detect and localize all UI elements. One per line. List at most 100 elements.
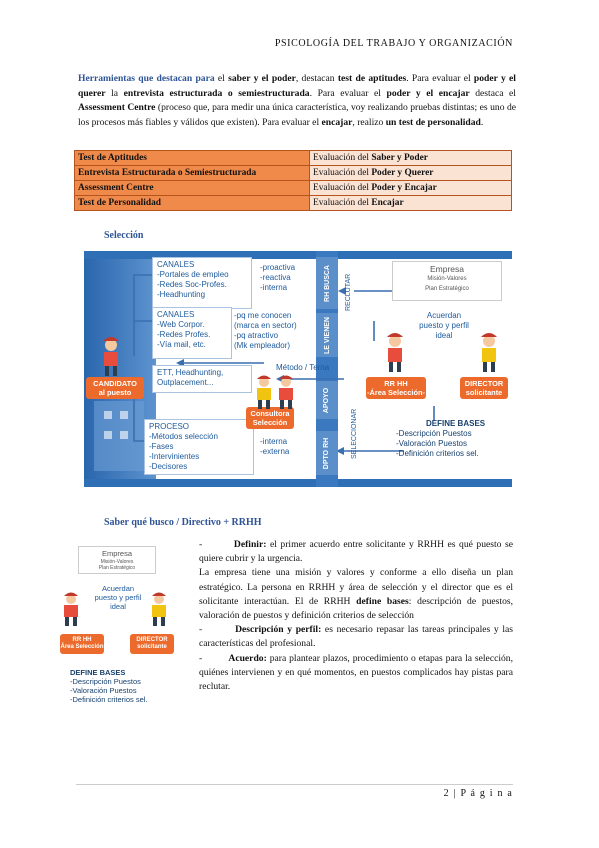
label: -Área Selección- — [367, 388, 425, 397]
label: Plan Estratégico — [425, 286, 469, 292]
acuerdan-text: Acuerdan puesto y perfil ideal — [404, 311, 484, 341]
person-icon — [152, 592, 166, 626]
ett-box: ETT, Headhunting, Outplacement... — [152, 365, 252, 393]
label: puesto y perfil — [419, 321, 469, 330]
reclutar-label: RECLUTAR — [345, 273, 352, 311]
eval-cell: Evaluación del Poder y Encajar — [309, 180, 512, 196]
label: Plan Estratégico — [98, 565, 136, 571]
interna-list: -interna -externa — [260, 437, 289, 457]
person-icon — [103, 337, 119, 376]
rrhh-box: RR HH -Área Selección- — [366, 377, 426, 399]
label: -Descripción Puestos — [396, 429, 472, 438]
label: al puesto — [98, 388, 132, 397]
label: -Vía mail, etc. — [157, 340, 206, 349]
empresa-box: Empresa Misión-Valores Plan Estratégico — [392, 261, 502, 301]
label: DEFINE BASES — [70, 668, 126, 677]
person-icon — [387, 333, 403, 372]
paragraph: La empresa tiene una misión y valores y … — [199, 567, 513, 622]
eval-cell: Evaluación del Saber y Poder — [309, 150, 512, 166]
label: DIRECTOR — [136, 637, 168, 643]
label: CANALES — [157, 310, 195, 319]
label: ideal — [435, 331, 453, 340]
label: Outplacement... — [157, 378, 214, 387]
label: -Redes Profes. — [157, 330, 211, 339]
tool-cell: Assessment Centre — [74, 180, 310, 196]
label: -Portales de empleo — [157, 270, 229, 279]
label: ETT, Headhunting, — [157, 368, 224, 377]
label: PROCESO — [149, 422, 190, 431]
label: Área Selección — [60, 644, 104, 650]
label: CANALES — [157, 260, 195, 269]
define-bases-text: DEFINE BASES -Descripción Puestos -Valor… — [396, 419, 485, 459]
label: solicitante — [465, 388, 503, 397]
label: CANDIDATO — [93, 379, 137, 388]
label: -Definición criterios sel. — [396, 449, 479, 458]
label: Empresa — [429, 264, 464, 274]
label: Acuerdan — [101, 584, 135, 593]
label: RR HH — [384, 379, 408, 388]
define-bases-text: DEFINE BASES -Descripción Puestos -Valor… — [70, 668, 148, 704]
label: puesto y perfil — [94, 593, 142, 602]
label: RR HH — [72, 637, 92, 643]
proceso-box: PROCESO -Métodos selección -Fases -Inter… — [144, 419, 254, 475]
label: -Decisores — [149, 462, 188, 471]
label: -Intervinientes — [149, 452, 200, 461]
label: -Valoración Puestos — [396, 439, 467, 448]
label: -Fases — [149, 442, 174, 451]
person-icon — [64, 592, 78, 626]
candidato-box: CANDIDATO al puesto — [86, 377, 144, 399]
mini-diagram: Empresa Misión-Valores Plan Estratégico … — [58, 540, 174, 713]
page-number: 2 | P á g i n a — [443, 788, 513, 799]
bullet-definir: - Definir: el primer acuerdo entre solic… — [199, 539, 513, 565]
eval-cell: Evaluación del Poder y Querer — [309, 165, 512, 181]
person-icon — [257, 375, 271, 409]
person-icon — [279, 375, 293, 409]
label: -Redes Soc-Profes. — [157, 280, 227, 289]
tool-cell: Entrevista Estructurada o Semiestructura… — [74, 165, 310, 181]
selection-diagram: CANALES -Portales de empleo -Redes Soc-P… — [84, 251, 512, 487]
bullet-descripcion: - Descripción y perfil: es necesario rep… — [199, 624, 513, 650]
bullet-acuerdo: - Acuerdo: para plantear plazos, procedi… — [199, 652, 513, 693]
table-row: Entrevista Estructurada o Semiestructura… — [74, 165, 512, 181]
side-label-rh-busca: RH BUSCA — [316, 257, 338, 309]
label: -interna — [260, 437, 288, 446]
label: -proactiva — [260, 263, 296, 272]
tool-cell: Test de Personalidad — [74, 195, 310, 211]
label: Empresa — [101, 549, 132, 558]
label: -Descripción Puestos — [70, 677, 141, 686]
acuerdan-text: Acuerdan puesto y perfil ideal — [80, 584, 156, 611]
metodo-terna-label: Método / Terna — [276, 363, 330, 372]
proactiva-list: -proactiva -reactiva -interna — [260, 263, 295, 293]
label: -interna — [260, 283, 288, 292]
director-box: DIRECTOR solicitante — [460, 377, 508, 399]
marca-list: -pq me conocen (marca en sector) -pq atr… — [234, 311, 297, 351]
label: Selección — [252, 418, 288, 427]
section2-body: - Definir: el primer acuerdo entre solic… — [199, 538, 513, 694]
page-header: PSICOLOGÍA DEL TRABAJO Y ORGANIZACIÓN — [274, 38, 513, 49]
label: solicitante — [137, 644, 167, 650]
empresa-box: Empresa Misión-Valores Plan Estratégico — [78, 546, 156, 574]
label: ideal — [110, 602, 126, 611]
seleccionar-label: SELECCIONAR — [351, 408, 358, 459]
label: -externa — [260, 447, 290, 456]
label: Acuerdan — [426, 311, 462, 320]
label: (Mk empleador) — [234, 341, 291, 350]
side-label-apoyo: APOYO — [316, 381, 338, 419]
label: Misión-Valores — [427, 276, 467, 282]
label: -Valoración Puestos — [70, 686, 137, 695]
footer-divider — [76, 784, 513, 785]
label: -Métodos selección — [149, 432, 218, 441]
label: Misión-Valores — [100, 559, 134, 565]
section-title-saber: Saber qué busco / Directivo + RRHH — [104, 517, 262, 528]
rrhh-box: RR HH Área Selección — [60, 634, 104, 654]
label: -reactiva — [260, 273, 291, 282]
label: -Definición criterios sel. — [70, 695, 148, 704]
label: -Headhunting — [157, 290, 206, 299]
label: DEFINE BASES — [426, 419, 486, 428]
person-icon — [481, 333, 497, 372]
eval-cell: Evaluación del Encajar — [309, 195, 512, 211]
director-box: DIRECTOR solicitante — [130, 634, 174, 654]
